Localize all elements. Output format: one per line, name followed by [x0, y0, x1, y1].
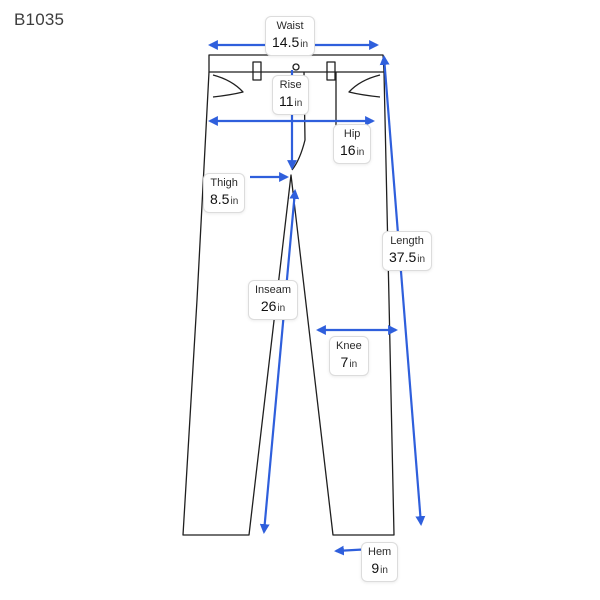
measurement-label: Length	[390, 235, 424, 247]
measurement-tag-thigh: Thigh 8.5in	[203, 173, 246, 214]
product-code: B1035	[14, 10, 65, 29]
measurement-unit: in	[417, 253, 426, 265]
measurement-label: Inseam	[255, 284, 292, 296]
belt-loop-right	[326, 61, 336, 81]
measurement-label: Hip	[343, 128, 361, 140]
measurement-value: 7	[340, 353, 349, 370]
measurement-unit: in	[230, 195, 239, 207]
measurement-tag-hem: Hem 9in	[361, 542, 399, 583]
measurement-value: 8.5	[210, 190, 230, 207]
measurement-label: Rise	[279, 79, 302, 91]
measurement-value: 16	[340, 141, 356, 158]
measurement-unit: in	[356, 146, 365, 158]
measurement-value: 26	[260, 297, 277, 314]
measurement-tag-inseam: Inseam 26in	[248, 280, 299, 321]
measurement-tag-length: Length 37.5in	[382, 231, 433, 272]
measurement-label: Thigh	[210, 177, 238, 189]
measurement-value: 11	[279, 92, 294, 109]
measurement-tag-knee: Knee 7in	[329, 336, 369, 377]
waist-button	[292, 63, 300, 71]
measurement-unit: in	[349, 358, 358, 370]
measurement-value: 9	[371, 559, 380, 576]
measurement-label: Waist	[276, 20, 304, 32]
measurement-tag-rise: Rise 11in	[272, 75, 310, 116]
measurement-value: 14.5	[272, 33, 300, 50]
measurement-label: Hem	[368, 546, 392, 558]
pocket-left	[212, 74, 244, 98]
measurement-label: Knee	[336, 340, 362, 352]
measurement-unit: in	[294, 97, 303, 109]
belt-loop-left	[252, 61, 262, 81]
pocket-right	[348, 74, 381, 98]
measurement-unit: in	[300, 38, 309, 50]
measurement-tag-hip: Hip 16in	[333, 124, 372, 165]
measurement-tag-waist: Waist 14.5in	[265, 16, 316, 57]
measurement-value: 37.5	[389, 248, 417, 265]
length-arrow	[379, 55, 426, 526]
inseam-arrow	[259, 189, 300, 534]
measurement-unit: in	[277, 302, 286, 314]
measurement-unit: in	[380, 564, 388, 576]
